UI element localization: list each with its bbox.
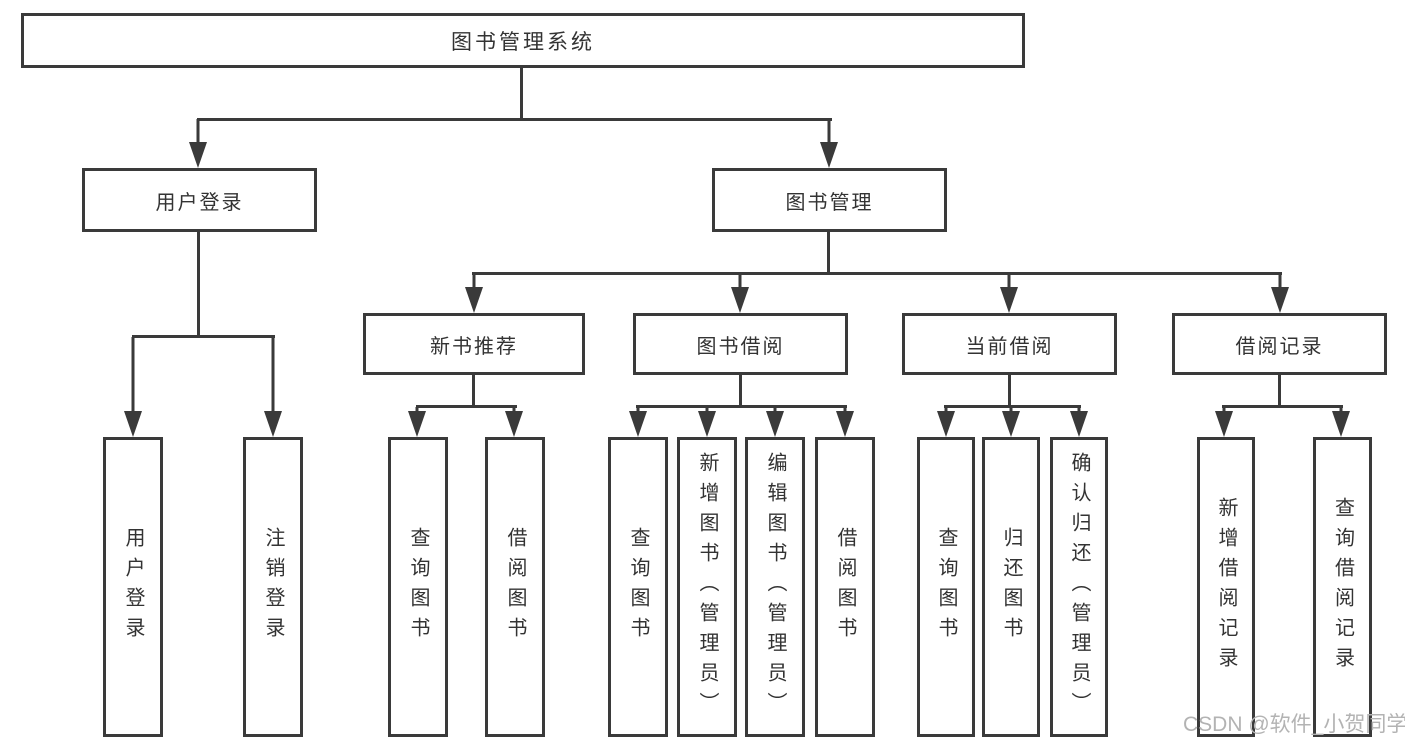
connector-userlogin-stub — [197, 230, 200, 337]
arrow-down-icon — [189, 119, 207, 168]
node-label: 当前借阅 — [965, 335, 1054, 358]
node-label: 新增借阅记录 — [1215, 497, 1237, 677]
connector-current-rail — [944, 405, 1081, 408]
node-label: 图书管理 — [785, 191, 874, 214]
connector-borrowing-stub — [739, 373, 742, 408]
leaf-edit-books-admin: 编辑图书（管理员） — [745, 437, 805, 737]
arrow-down-icon — [1215, 407, 1233, 437]
node-label: 查询图书 — [935, 527, 957, 647]
leaf-add-borrow-record: 新增借阅记录 — [1197, 437, 1255, 737]
arrow-down-icon — [698, 407, 716, 437]
arrow-down-icon — [505, 407, 523, 437]
node-label: 查询图书 — [627, 527, 649, 647]
node-label: 借阅图书 — [834, 527, 856, 647]
leaf-confirm-return-admin: 确认归还（管理员） — [1050, 437, 1108, 737]
connector-records-stub — [1278, 373, 1281, 408]
node-label: 查询图书 — [407, 527, 429, 647]
node-label: 归还图书 — [1000, 527, 1022, 647]
connector-recommend-stub — [472, 373, 475, 408]
arrow-down-icon — [1000, 274, 1018, 313]
arrow-down-icon — [1271, 274, 1289, 313]
arrow-down-icon — [766, 407, 784, 437]
arrow-down-icon — [836, 407, 854, 437]
node-current-borrowing: 当前借阅 — [902, 313, 1117, 375]
arrow-down-icon — [731, 274, 749, 313]
arrow-down-icon — [465, 274, 483, 313]
connector-borrowing-rail — [636, 405, 847, 408]
node-label: 用户登录 — [155, 191, 244, 214]
leaf-return-books: 归还图书 — [982, 437, 1040, 737]
node-label: 图书借阅 — [696, 335, 785, 358]
node-label: 确认归还（管理员） — [1068, 452, 1090, 722]
node-label: 借阅图书 — [504, 527, 526, 647]
connector-recommend-rail — [416, 405, 517, 408]
node-label: 注销登录 — [262, 527, 284, 647]
arrow-down-icon — [937, 407, 955, 437]
node-book-management: 图书管理 — [712, 168, 947, 232]
leaf-borrow-books-recommend: 借阅图书 — [485, 437, 545, 737]
connector-current-stub — [1008, 373, 1011, 408]
connector-records-rail — [1222, 405, 1343, 408]
leaf-borrow-books: 借阅图书 — [815, 437, 875, 737]
leaf-logout: 注销登录 — [243, 437, 303, 737]
node-book-borrowing: 图书借阅 — [633, 313, 848, 375]
node-label: 编辑图书（管理员） — [764, 452, 786, 722]
connector-level1-rail — [197, 118, 832, 121]
node-new-book-recommendation: 新书推荐 — [363, 313, 585, 375]
connector-bookmgmt-stub — [827, 230, 830, 275]
connector-userlogin-rail — [132, 335, 275, 338]
connector-root-stub — [520, 66, 523, 120]
leaf-query-books-current: 查询图书 — [917, 437, 975, 737]
node-label: 图书管理系统 — [451, 30, 595, 54]
watermark: CSDN @软件_小贺同学 — [1183, 713, 1405, 736]
node-user-login: 用户登录 — [82, 168, 317, 232]
arrow-down-icon — [1070, 407, 1088, 437]
node-label: 用户登录 — [122, 527, 144, 647]
leaf-query-books-borrowing: 查询图书 — [608, 437, 668, 737]
leaf-query-borrow-record: 查询借阅记录 — [1313, 437, 1372, 737]
node-label: 借阅记录 — [1235, 335, 1324, 358]
arrow-down-icon — [1002, 407, 1020, 437]
node-label: 新书推荐 — [430, 335, 518, 358]
arrow-down-icon — [408, 407, 426, 437]
arrow-down-icon — [264, 337, 282, 437]
leaf-add-books-admin: 新增图书（管理员） — [677, 437, 737, 737]
arrow-down-icon — [820, 119, 838, 168]
arrow-down-icon — [1332, 407, 1350, 437]
arrow-down-icon — [629, 407, 647, 437]
node-label: 查询借阅记录 — [1331, 497, 1354, 677]
leaf-query-books-recommend: 查询图书 — [388, 437, 448, 737]
connector-level2-rail — [472, 272, 1282, 275]
node-label: 新增图书（管理员） — [696, 452, 718, 722]
leaf-user-login: 用户登录 — [103, 437, 163, 737]
node-borrowing-records: 借阅记录 — [1172, 313, 1387, 375]
arrow-down-icon — [124, 337, 142, 437]
node-library-management-system: 图书管理系统 — [21, 13, 1025, 68]
